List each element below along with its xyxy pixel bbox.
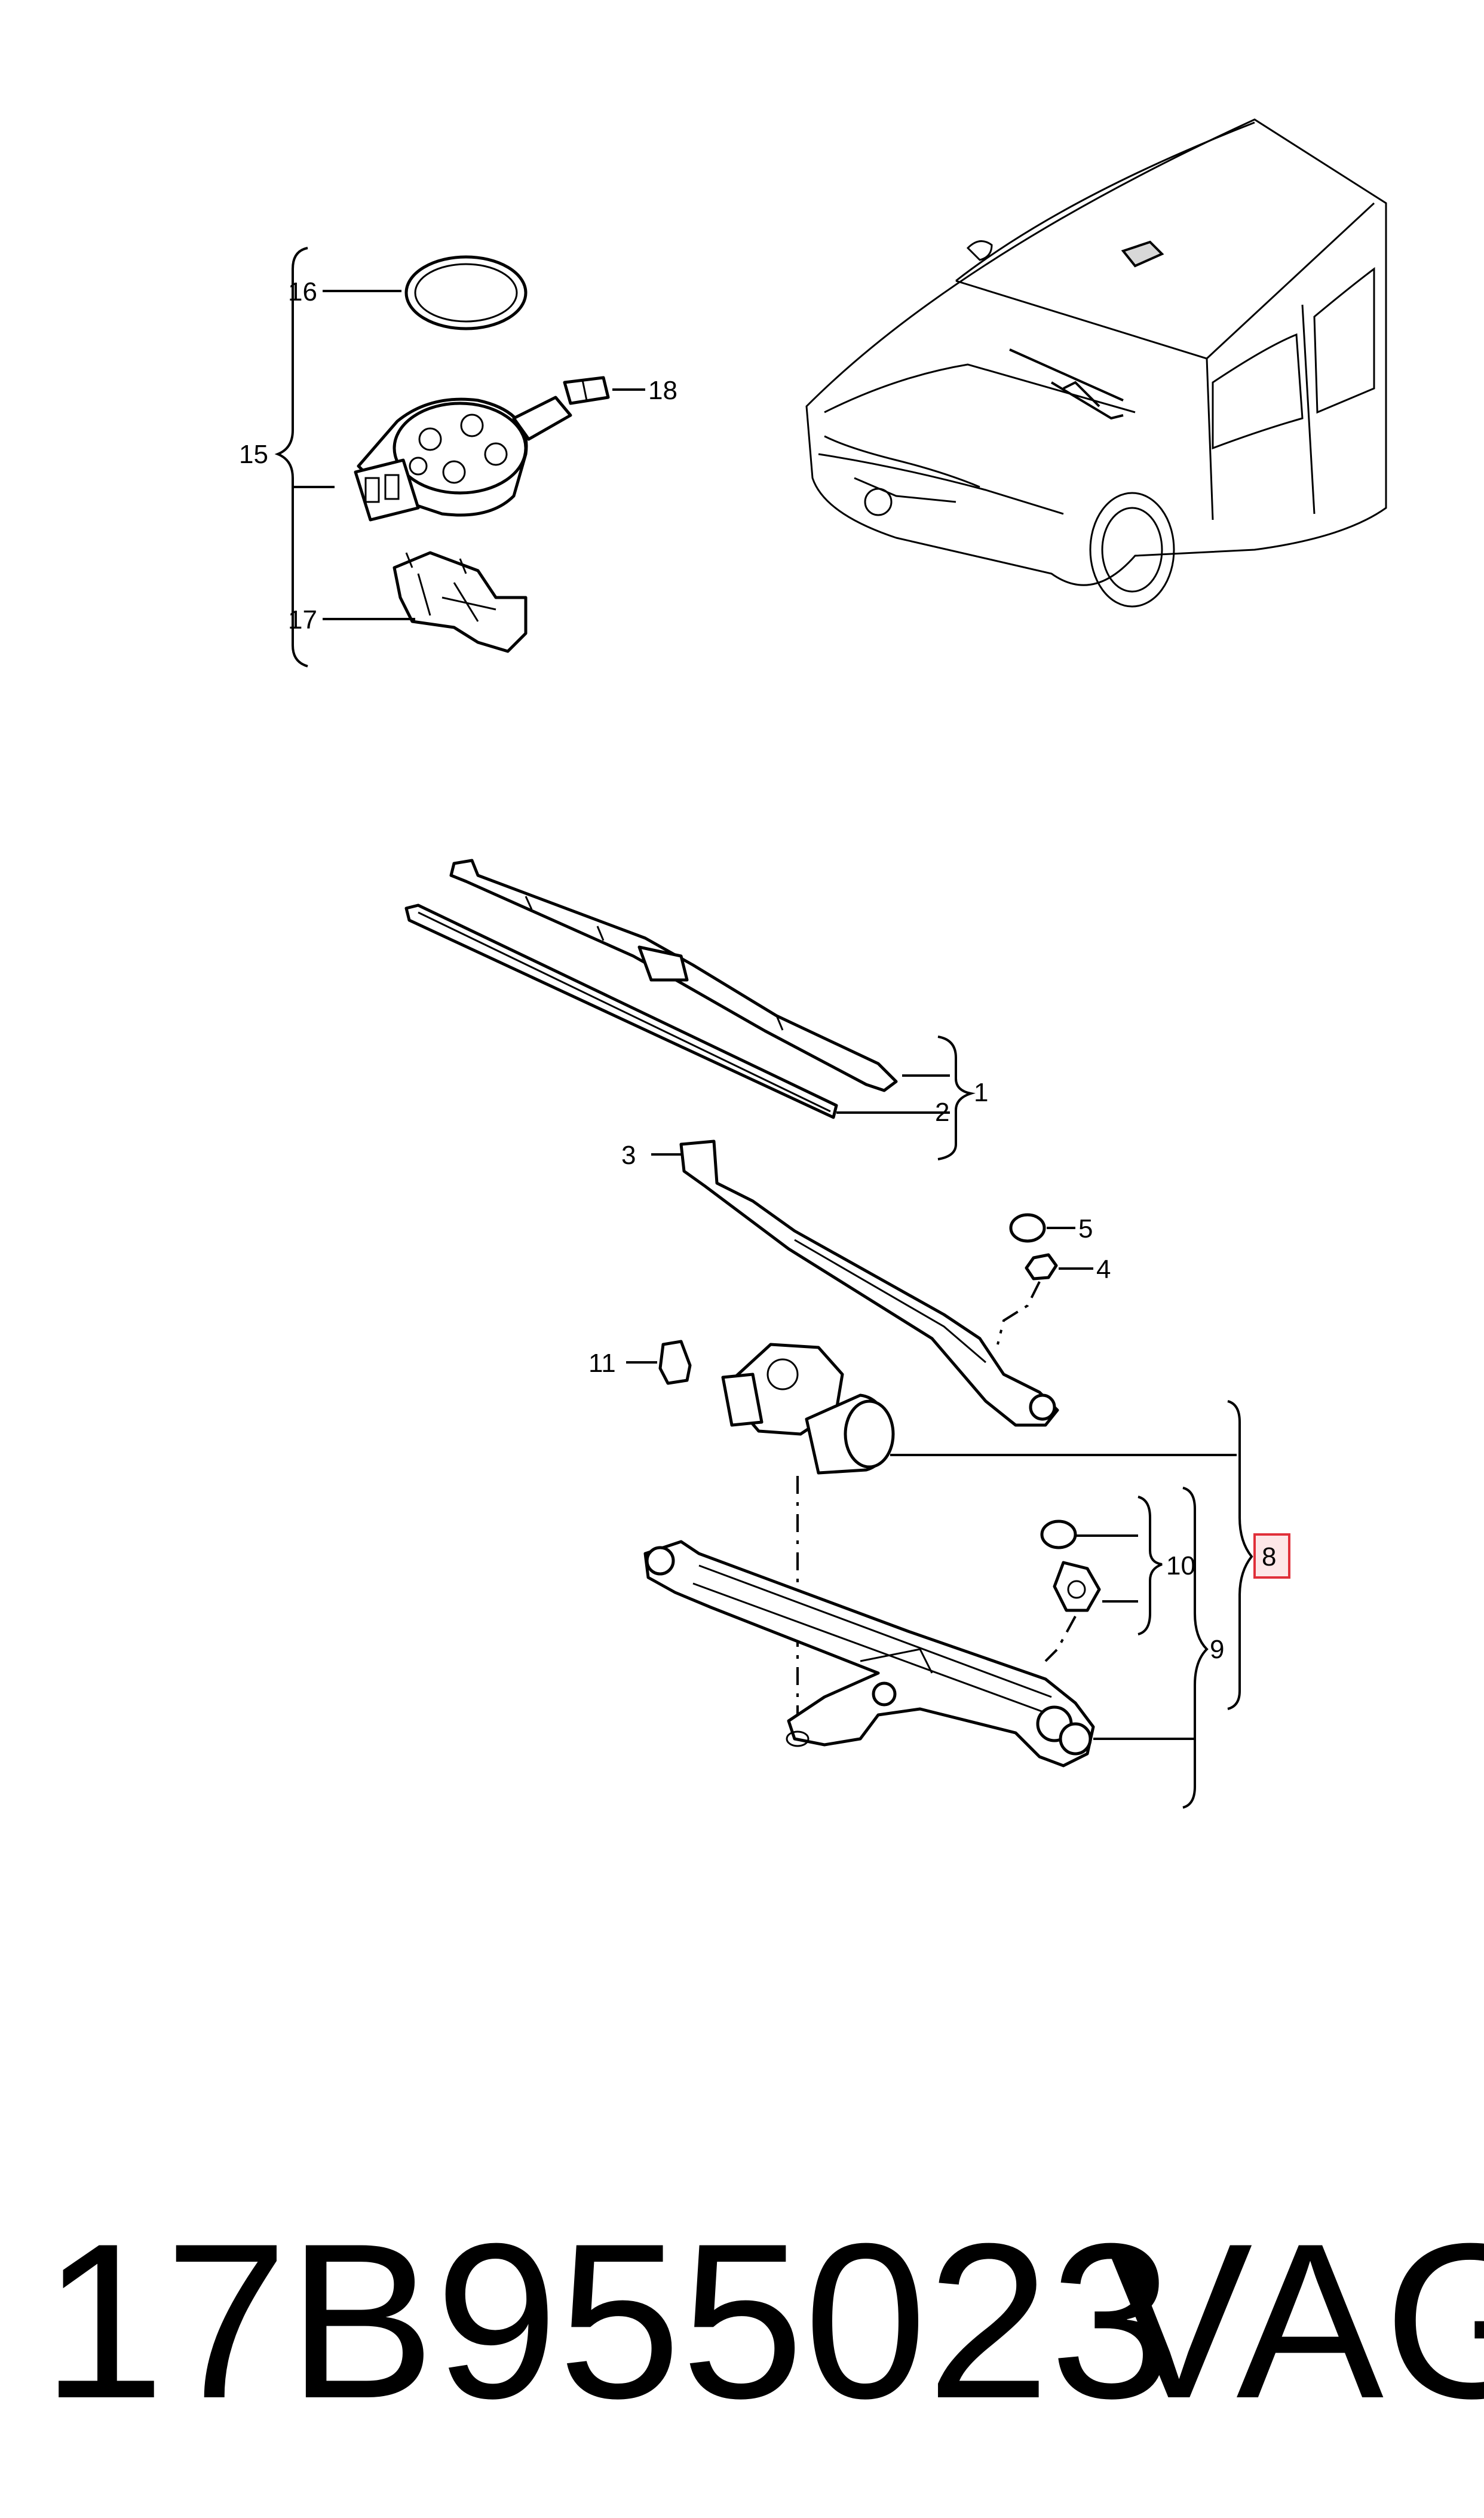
plug-11	[658, 1340, 692, 1385]
callout-18[interactable]: 18	[648, 376, 677, 405]
bracket-15	[274, 247, 308, 667]
callout-8[interactable]: 8	[1262, 1542, 1276, 1572]
bracket-9	[1182, 1487, 1209, 1809]
rain-sensor-body	[354, 396, 572, 522]
bracket-8	[1227, 1400, 1253, 1710]
wiper-motor-group: 11	[588, 1340, 1237, 1742]
nut-4	[1025, 1253, 1058, 1281]
callout-16[interactable]: 16	[288, 277, 317, 307]
callout-1[interactable]: 1	[974, 1078, 988, 1107]
wiper-blade-group: 1 2	[404, 859, 988, 1160]
callout-17[interactable]: 17	[288, 605, 317, 635]
callout-2[interactable]: 2	[935, 1098, 949, 1127]
gel-pad-16	[404, 255, 528, 330]
linkage-9	[643, 1540, 1095, 1767]
wiper-arm-group: 3 5 4	[621, 1139, 1111, 1427]
wiper-linkage-group: 10 9	[643, 1487, 1224, 1809]
brand-label: VAG	[1105, 2198, 1484, 2445]
sensor-group: 16 18 15 17	[239, 247, 677, 667]
bracket-10	[1137, 1496, 1163, 1635]
clip-18	[563, 376, 610, 405]
vehicle-location-view	[805, 118, 1387, 608]
callout-11[interactable]: 11	[588, 1349, 616, 1378]
callout-9[interactable]: 9	[1210, 1635, 1224, 1664]
grommet-10b	[1053, 1561, 1101, 1612]
bracket-1	[937, 1036, 976, 1160]
motor-connector	[721, 1373, 764, 1427]
callout-4[interactable]: 4	[1096, 1255, 1111, 1284]
callout-8-highlight	[1253, 1533, 1290, 1579]
exploded-view-svg: 16 18 15 17 1	[239, 118, 1387, 1809]
callout-5[interactable]: 5	[1078, 1214, 1093, 1243]
sensor-bracket-17	[393, 551, 528, 653]
cap-5	[1009, 1213, 1046, 1243]
callout-10[interactable]: 10	[1166, 1551, 1195, 1580]
callout-3[interactable]: 3	[621, 1141, 636, 1170]
callout-15[interactable]: 15	[239, 440, 268, 469]
grommet-10a	[1040, 1520, 1077, 1549]
part-number-label: 17B955023	[42, 2198, 1173, 2445]
